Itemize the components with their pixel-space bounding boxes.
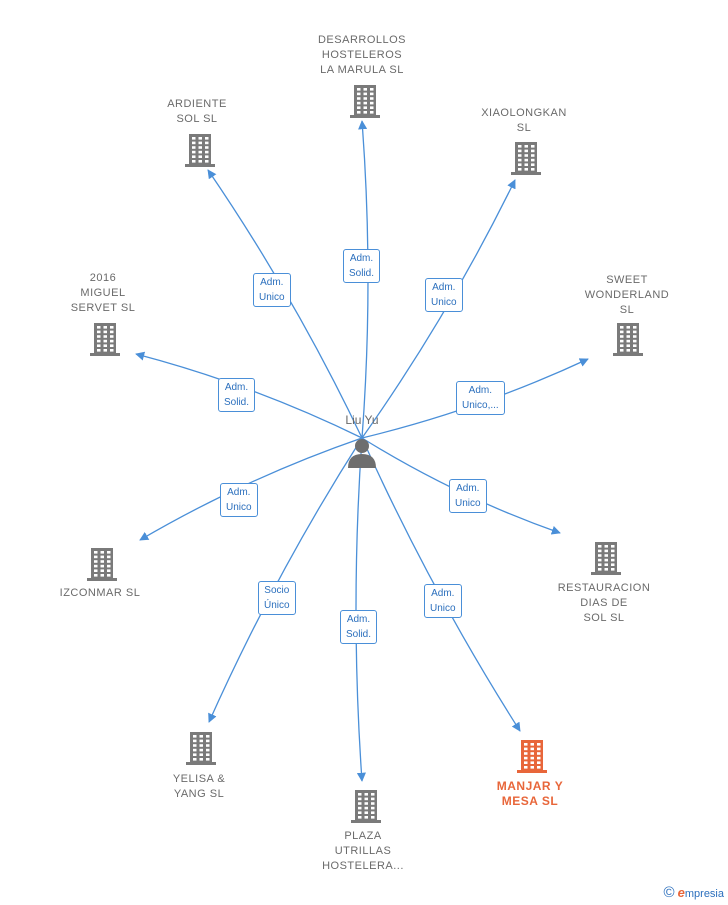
edge-yelisa (208, 437, 363, 723)
company-label-izconmar[interactable]: IZCONMAR SL (59, 587, 141, 599)
company-label-plaza[interactable]: PLAZA UTRILLAS HOSTELERA... (322, 830, 404, 872)
company-label-ardiente[interactable]: ARDIENTE SOL SL (167, 98, 227, 125)
brand-footer: © empresia (664, 884, 724, 901)
building-icon[interactable] (511, 142, 541, 175)
role-badge-izconmar: Adm. Unico (220, 483, 258, 517)
copyright-icon: © (663, 884, 675, 901)
brand-logo-text: mpresia (684, 888, 724, 900)
role-badge-yelisa: Socio Único (258, 581, 296, 615)
role-badge-sweet: Adm. Unico,... (456, 381, 505, 415)
role-badge-desarrollos: Adm. Solid. (343, 249, 381, 283)
building-icon[interactable] (90, 323, 120, 356)
company-label-restauracion[interactable]: RESTAURACION DIAS DE SOL SL (557, 582, 651, 624)
building-icon[interactable] (87, 548, 117, 581)
role-badge-restauracion: Adm. Unico (449, 479, 487, 513)
role-badge-ardiente: Adm. Unico (253, 273, 291, 307)
edge-xiaolongkan (361, 179, 516, 439)
role-badge-plaza: Adm. Solid. (340, 610, 378, 644)
edge-plaza (355, 437, 366, 782)
building-icon[interactable] (350, 85, 380, 118)
brand-logo-initial: e (677, 885, 685, 900)
building-icon[interactable] (591, 542, 621, 575)
building-icon[interactable] (613, 323, 643, 356)
role-badge-manjar: Adm. Unico (424, 584, 462, 618)
role-badge-xiaolongkan: Adm. Unico (425, 278, 463, 312)
role-badge-miguel: Adm. Solid. (218, 378, 256, 412)
company-label-miguel[interactable]: 2016 MIGUEL SERVET SL (70, 272, 136, 314)
company-label-yelisa[interactable]: YELISA & YANG SL (172, 773, 226, 800)
building-icon[interactable] (351, 790, 381, 823)
person-icon[interactable] (348, 439, 376, 468)
company-label-xiaolongkan[interactable]: XIAOLONGKAN SL (481, 107, 567, 134)
person-name[interactable]: Liu Yu (345, 413, 379, 427)
company-label-sweet[interactable]: SWEET WONDERLAND SL (584, 274, 670, 316)
building-icon[interactable] (185, 134, 215, 167)
building-icon[interactable] (517, 740, 547, 773)
building-icon[interactable] (186, 732, 216, 765)
company-label-desarrollos[interactable]: DESARROLLOS HOSTELEROS LA MARULA SL (317, 34, 407, 76)
company-label-manjar[interactable]: MANJAR Y MESA SL (496, 779, 564, 808)
